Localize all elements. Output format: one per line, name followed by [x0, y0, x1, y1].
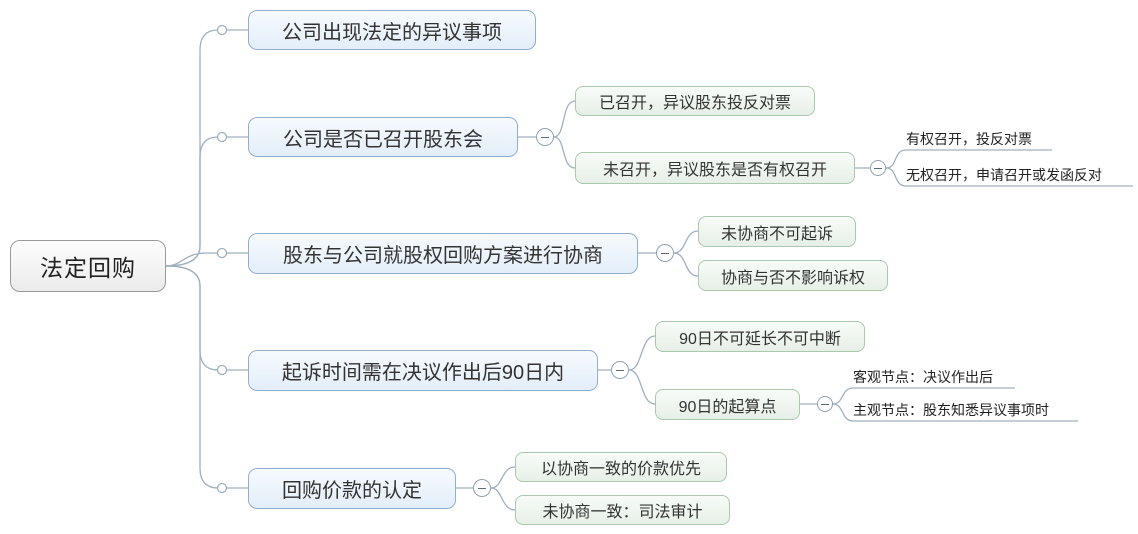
- subtopic-negotiation-not-affect-litigation-right[interactable]: 协商与否不影响诉权: [698, 260, 888, 291]
- connector-line: [490, 487, 516, 511]
- collapse-button[interactable]: [870, 160, 886, 176]
- connector-line: [673, 230, 699, 254]
- connector-line: [673, 252, 699, 277]
- connector-line: [628, 335, 656, 371]
- connector-line: [165, 265, 248, 489]
- subtopic-no-negotiation-no-lawsuit[interactable]: 未协商不可起诉: [698, 216, 856, 247]
- connector-line: [165, 252, 248, 267]
- collapse-button[interactable]: [817, 396, 833, 412]
- connector-line: [165, 136, 248, 267]
- connector-line: [553, 136, 576, 169]
- collapse-button[interactable]: [536, 128, 554, 146]
- collapse-button[interactable]: [611, 361, 629, 379]
- leaf-objective-node-after-resolution[interactable]: 客观节点：决议作出后: [853, 369, 993, 385]
- minus-icon: [874, 167, 882, 169]
- connector-line: [490, 466, 516, 489]
- topic-buyback-price-determination[interactable]: 回购价款的认定: [248, 468, 456, 509]
- leaf-no-right-apply-or-send-letter[interactable]: 无权召开，申请召开或发函反对: [906, 167, 1102, 183]
- minus-icon: [478, 487, 486, 489]
- minus-icon: [541, 136, 549, 138]
- collapse-button[interactable]: [473, 479, 491, 497]
- branch-handle-icon: [216, 482, 228, 494]
- root-topic[interactable]: 法定回购: [10, 240, 166, 292]
- branch-handle-icon: [216, 131, 228, 143]
- topic-lawsuit-within-90-days[interactable]: 起诉时间需在决议作出后90日内: [248, 350, 598, 391]
- branch-handle-icon: [216, 24, 228, 36]
- branch-handle-icon: [216, 364, 228, 376]
- subtopic-90-days-no-extension-no-interruption[interactable]: 90日不可延长不可中断: [655, 321, 865, 352]
- subtopic-no-agreement-judicial-audit[interactable]: 未协商一致：司法审计: [515, 495, 730, 525]
- subtopic-90-days-start-point[interactable]: 90日的起算点: [655, 389, 800, 420]
- topic-negotiate-buyback-plan[interactable]: 股东与公司就股权回购方案进行协商: [248, 233, 638, 274]
- subtopic-meeting-not-held-right-to-convene[interactable]: 未召开，异议股东是否有权召开: [575, 152, 855, 184]
- connector-line: [628, 369, 656, 405]
- leaf-right-to-convene-vote-against[interactable]: 有权召开，投反对票: [906, 131, 1032, 147]
- connector-line: [165, 29, 248, 267]
- leaf-subjective-node-shareholder-aware[interactable]: 主观节点：股东知悉异议事项时: [853, 402, 1049, 418]
- topic-legal-objection-event[interactable]: 公司出现法定的异议事项: [248, 10, 536, 50]
- topic-shareholder-meeting-held[interactable]: 公司是否已召开股东会: [248, 117, 518, 157]
- connector-line: [553, 100, 576, 138]
- connector-line: [165, 265, 248, 371]
- branch-handle-icon: [216, 247, 228, 259]
- collapse-button[interactable]: [656, 244, 674, 262]
- subtopic-meeting-held-vote-against[interactable]: 已召开，异议股东投反对票: [575, 86, 815, 116]
- subtopic-negotiated-price-first[interactable]: 以协商一致的价款优先: [515, 452, 727, 482]
- minus-icon: [616, 369, 624, 371]
- minus-icon: [821, 403, 829, 405]
- minus-icon: [661, 252, 669, 254]
